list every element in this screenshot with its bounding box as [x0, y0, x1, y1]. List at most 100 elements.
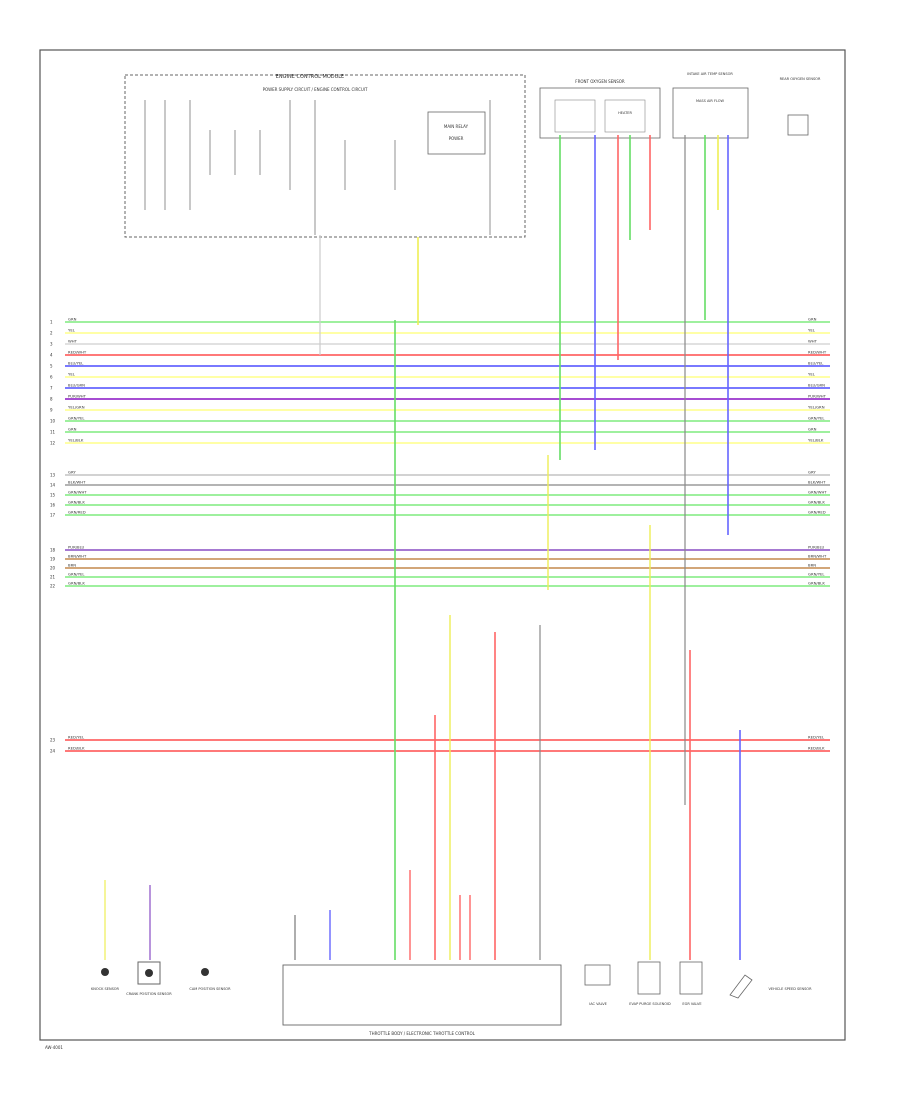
lower-wire-number: 21: [50, 575, 56, 580]
bottom-wire-code: RED/BLK: [68, 746, 85, 751]
bottom-wire-code-right: RED/YEL: [808, 735, 825, 740]
mid-wire-code: GRN/WHT: [68, 490, 87, 495]
left-wire-code: GRN/YEL: [68, 416, 85, 421]
left-wire-code-right: RED/WHT: [808, 350, 827, 355]
mid-wire-code-right: GRN/WHT: [808, 490, 827, 495]
lower-wire-code-right: PUR/BLU: [808, 545, 825, 550]
cam-sensor-label: CAM POSITION SENSOR: [189, 987, 231, 991]
left-wire-code-right: YEL/GRN: [808, 405, 825, 410]
left-wire-code-right: BLU/YEL: [808, 361, 824, 366]
mid-wire-code: BLK/WHT: [68, 480, 86, 485]
lower-wire-code-right: BRN/WHT: [808, 554, 827, 559]
left-wire-number: 7: [50, 386, 53, 391]
mid-wire-code-right: GRN/BLK: [808, 500, 825, 505]
left-wire-code-right: BLU/GRN: [808, 383, 825, 388]
left-wire-number: 3: [50, 342, 53, 347]
mid-wire-code: GRN/RED: [68, 510, 86, 515]
front-oxygen-sensor: FRONT OXYGEN SENSOR HEATER: [539, 79, 661, 139]
left-wire-number: 10: [50, 419, 56, 424]
crank-sensor-label: CRANK POSITION SENSOR: [126, 992, 172, 996]
bottom-wire-code: RED/YEL: [68, 735, 85, 740]
left-wire-number: 6: [50, 375, 53, 380]
knock-sensor-icon: [101, 968, 109, 976]
iac-valve-label: IAC VALVE: [589, 1002, 607, 1006]
left-wire-code: YEL: [68, 328, 76, 333]
lower-wire-code: GRN/YEL: [68, 572, 85, 577]
left-wire-number: 9: [50, 408, 53, 413]
left-wire-code: GRN: [68, 427, 77, 432]
lower-wire-code-right: GRN/BLK: [808, 581, 825, 586]
ecm-sub-label: POWER SUPPLY CIRCUIT / ENGINE CONTROL CI…: [263, 87, 368, 92]
mid-wire-code: GRN/BLK: [68, 500, 85, 505]
rear-oxygen-label: REAR OXYGEN SENSOR: [780, 77, 821, 81]
bottom-wire-number: 24: [50, 749, 56, 754]
diagram-border: [39, 49, 846, 1041]
left-wire-code: YEL/GRN: [68, 405, 85, 410]
left-wire-code-right: YEL: [808, 372, 816, 377]
ecm-relay-label: MAIN RELAY: [444, 124, 469, 129]
lower-wire-code-right: BRN: [808, 563, 816, 568]
intake-air-temp-sensor: INTAKE AIR TEMP SENSOR MASS AIR FLOW: [672, 72, 749, 139]
engine-control-module-box: ENGINE CONTROL MODULE POWER SUPPLY CIRCU…: [124, 74, 526, 238]
left-wire-code-right: WHT: [808, 339, 818, 344]
ecm-power-label: POWER: [449, 136, 464, 141]
lower-wire-number: 20: [50, 566, 56, 571]
left-wire-code: BLU/YEL: [68, 361, 84, 366]
knock-sensor-label: KNOCK SENSOR: [91, 987, 120, 991]
lower-wire-code: PUR/BLU: [68, 545, 85, 550]
left-wire-number: 4: [50, 353, 53, 358]
mid-wire-number: 15: [50, 493, 56, 498]
left-wire-code: BLU/GRN: [68, 383, 85, 388]
lower-wire-number: 19: [50, 557, 56, 562]
bottom-components: THROTTLE BODY / ELECTRONIC THROTTLE CONT…: [91, 961, 812, 1036]
left-wire-code: WHT: [68, 339, 78, 344]
egr-valve-label: EGR VALVE: [682, 1002, 701, 1006]
left-wire-code-right: GRN: [808, 317, 817, 322]
throttle-body-box: [282, 964, 562, 1026]
left-wire-code: PUR/WHT: [68, 394, 87, 399]
mid-wire-code: GRY: [68, 470, 76, 475]
lower-wire-code: BRN: [68, 563, 76, 568]
left-wire-code-right: GRN/YEL: [808, 416, 825, 421]
left-wire-code: YEL/BLK: [68, 438, 84, 443]
mid-wire-number: 13: [50, 473, 56, 478]
front-oxygen-label: FRONT OXYGEN SENSOR: [575, 79, 625, 84]
left-wire-number: 5: [50, 364, 53, 369]
mid-wire-code-right: GRY: [808, 470, 816, 475]
evap-purge-label: EVAP PURGE SOLENOID: [629, 1002, 671, 1006]
mid-wire-code-right: BLK/WHT: [808, 480, 826, 485]
crank-sensor-icon: [137, 961, 161, 985]
lower-wire-code: BRN/WHT: [68, 554, 87, 559]
heater-label: HEATER: [618, 111, 632, 115]
left-wire-number: 1: [50, 320, 53, 325]
mid-wire-number: 17: [50, 513, 56, 518]
footer-code: AW-4001: [45, 1045, 63, 1050]
bottom-wire-code-right: RED/BLK: [808, 746, 825, 751]
left-wire-code-right: YEL/BLK: [808, 438, 824, 443]
lower-wire-number: 22: [50, 584, 56, 589]
intake-air-label: INTAKE AIR TEMP SENSOR: [687, 72, 733, 76]
left-wire-code: YEL: [68, 372, 76, 377]
lower-wire-code-right: GRN/YEL: [808, 572, 825, 577]
left-wire-number: 8: [50, 397, 53, 402]
mid-wire-code-right: GRN/RED: [808, 510, 826, 515]
lower-wire-code: GRN/BLK: [68, 581, 85, 586]
throttle-body-label: THROTTLE BODY / ELECTRONIC THROTTLE CONT…: [368, 1031, 475, 1036]
lower-wire-number: 18: [50, 548, 56, 553]
left-wire-code-right: GRN: [808, 427, 817, 432]
ecm-main-label: ENGINE CONTROL MODULE: [276, 74, 344, 80]
vss-label: VEHICLE SPEED SENSOR: [768, 987, 812, 991]
left-wire-code: RED/WHT: [68, 350, 87, 355]
mass-air-flow-label: MASS AIR FLOW: [696, 99, 725, 103]
left-wire-code-right: PUR/WHT: [808, 394, 827, 399]
left-wire-number: 2: [50, 331, 53, 336]
bottom-wire-number: 23: [50, 738, 56, 743]
left-wire-code: GRN: [68, 317, 77, 322]
mid-wire-number: 16: [50, 503, 56, 508]
vertical-wires: [104, 135, 741, 960]
left-wire-number: 12: [50, 441, 56, 446]
cam-sensor-icon: [201, 968, 209, 976]
mid-wire-number: 14: [50, 483, 56, 488]
